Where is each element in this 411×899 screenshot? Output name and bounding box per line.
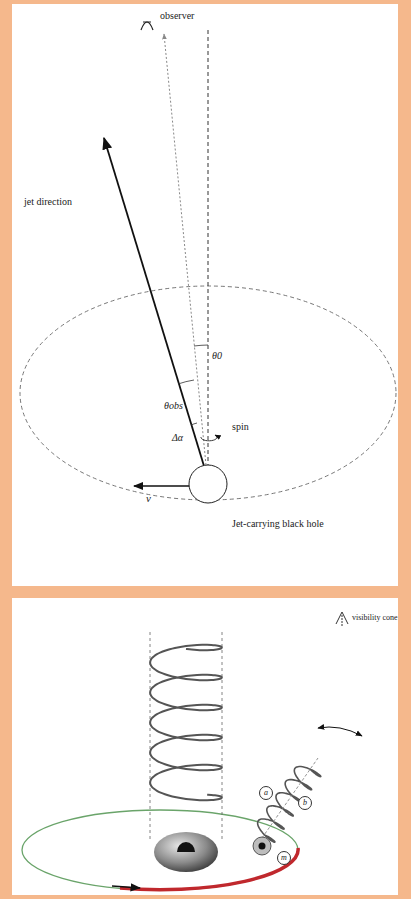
callout-letter: a — [264, 789, 268, 797]
callout-circle: m — [277, 851, 291, 865]
observer-eye — [141, 22, 153, 30]
callout-circle: b — [298, 796, 312, 810]
annotation-label: observer — [160, 10, 194, 21]
orbit-ellipse — [22, 810, 298, 890]
angle-arc — [191, 423, 197, 425]
annotation-label: v — [146, 492, 151, 504]
annotation-label: θ0 — [212, 350, 222, 361]
annotation-label: spin — [232, 421, 249, 432]
accretion-sphere — [154, 832, 218, 872]
black-hole — [189, 465, 227, 503]
secondary-black-hole — [253, 837, 271, 855]
angle-arc — [194, 345, 208, 346]
orbit-direction-arrow — [112, 886, 140, 888]
visibility-icon — [342, 614, 343, 626]
angle-arc — [178, 380, 194, 384]
line-of-sight — [164, 34, 206, 465]
annotation-label: jet direction — [24, 196, 72, 207]
secondary-black-hole — [259, 843, 266, 850]
velocity-arrow — [134, 485, 189, 487]
central-black-hole — [177, 842, 195, 852]
precession-arrow — [318, 727, 362, 736]
annotation-label: Jet-carrying black hole — [232, 518, 324, 529]
annotation-label: Δα — [172, 432, 183, 443]
spin-arrow — [201, 435, 217, 441]
observer-eye — [143, 22, 151, 23]
callout-letter: b — [303, 799, 307, 807]
jet-arrow — [104, 138, 204, 466]
annotation-label: θobs — [164, 400, 183, 411]
callout-letter: m — [281, 854, 287, 862]
secondary-jet-helix — [258, 766, 321, 842]
reference-axis — [208, 30, 209, 465]
jet-helix — [150, 645, 222, 801]
legend-note: visibility cone — [352, 614, 398, 623]
callout-circle: a — [259, 786, 273, 800]
